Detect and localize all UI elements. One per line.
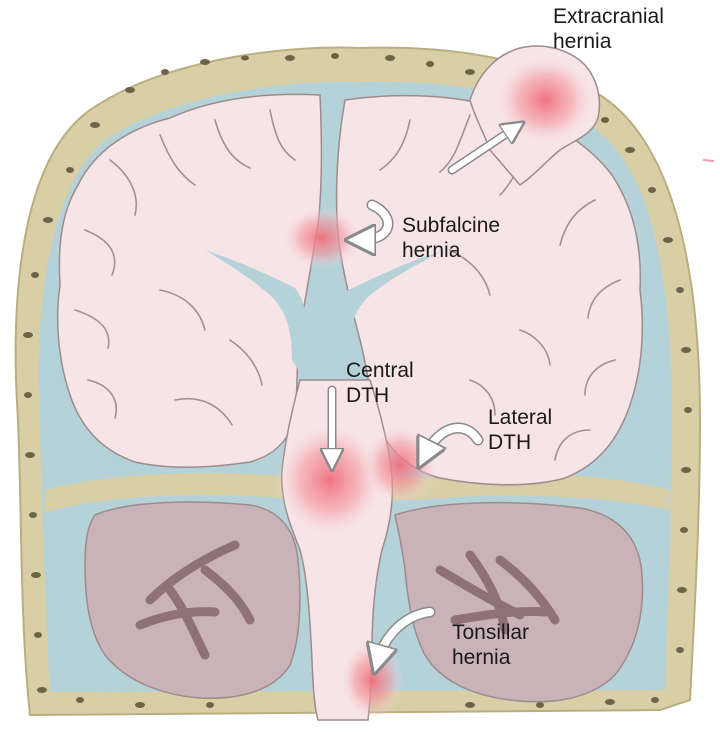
stray-mark [702,159,715,162]
label-central-line1: Central [346,359,414,382]
label-subfalcine-line2: hernia [402,239,461,262]
label-extracranial-line2: hernia [553,30,612,53]
label-tonsillar-line1: Tonsillar [452,621,530,644]
label-extracranial-hernia: Extracranial hernia [553,4,664,54]
label-tonsillar-hernia: Tonsillar hernia [452,620,529,670]
label-lateral-line2: DTH [488,431,532,454]
label-central-dth: Central DTH [346,358,414,408]
cortical-sulci [74,109,621,461]
skull-diploe-texture [23,53,692,708]
label-extracranial-line1: Extracranial [553,5,664,28]
cerebellum-right [394,501,644,703]
label-tonsillar-line2: hernia [452,646,511,669]
label-central-line2: DTH [346,384,390,407]
label-lateral-line1: Lateral [488,406,553,429]
lateral-ventricles [205,250,440,380]
label-subfalcine-hernia: Subfalcine hernia [402,213,500,263]
cerebellum-left [84,501,301,699]
label-subfalcine-line1: Subfalcine [402,214,501,237]
herniation-arrows [332,128,515,660]
label-lateral-dth: Lateral DTH [488,405,552,455]
left-cerebral-hemisphere [56,93,323,469]
